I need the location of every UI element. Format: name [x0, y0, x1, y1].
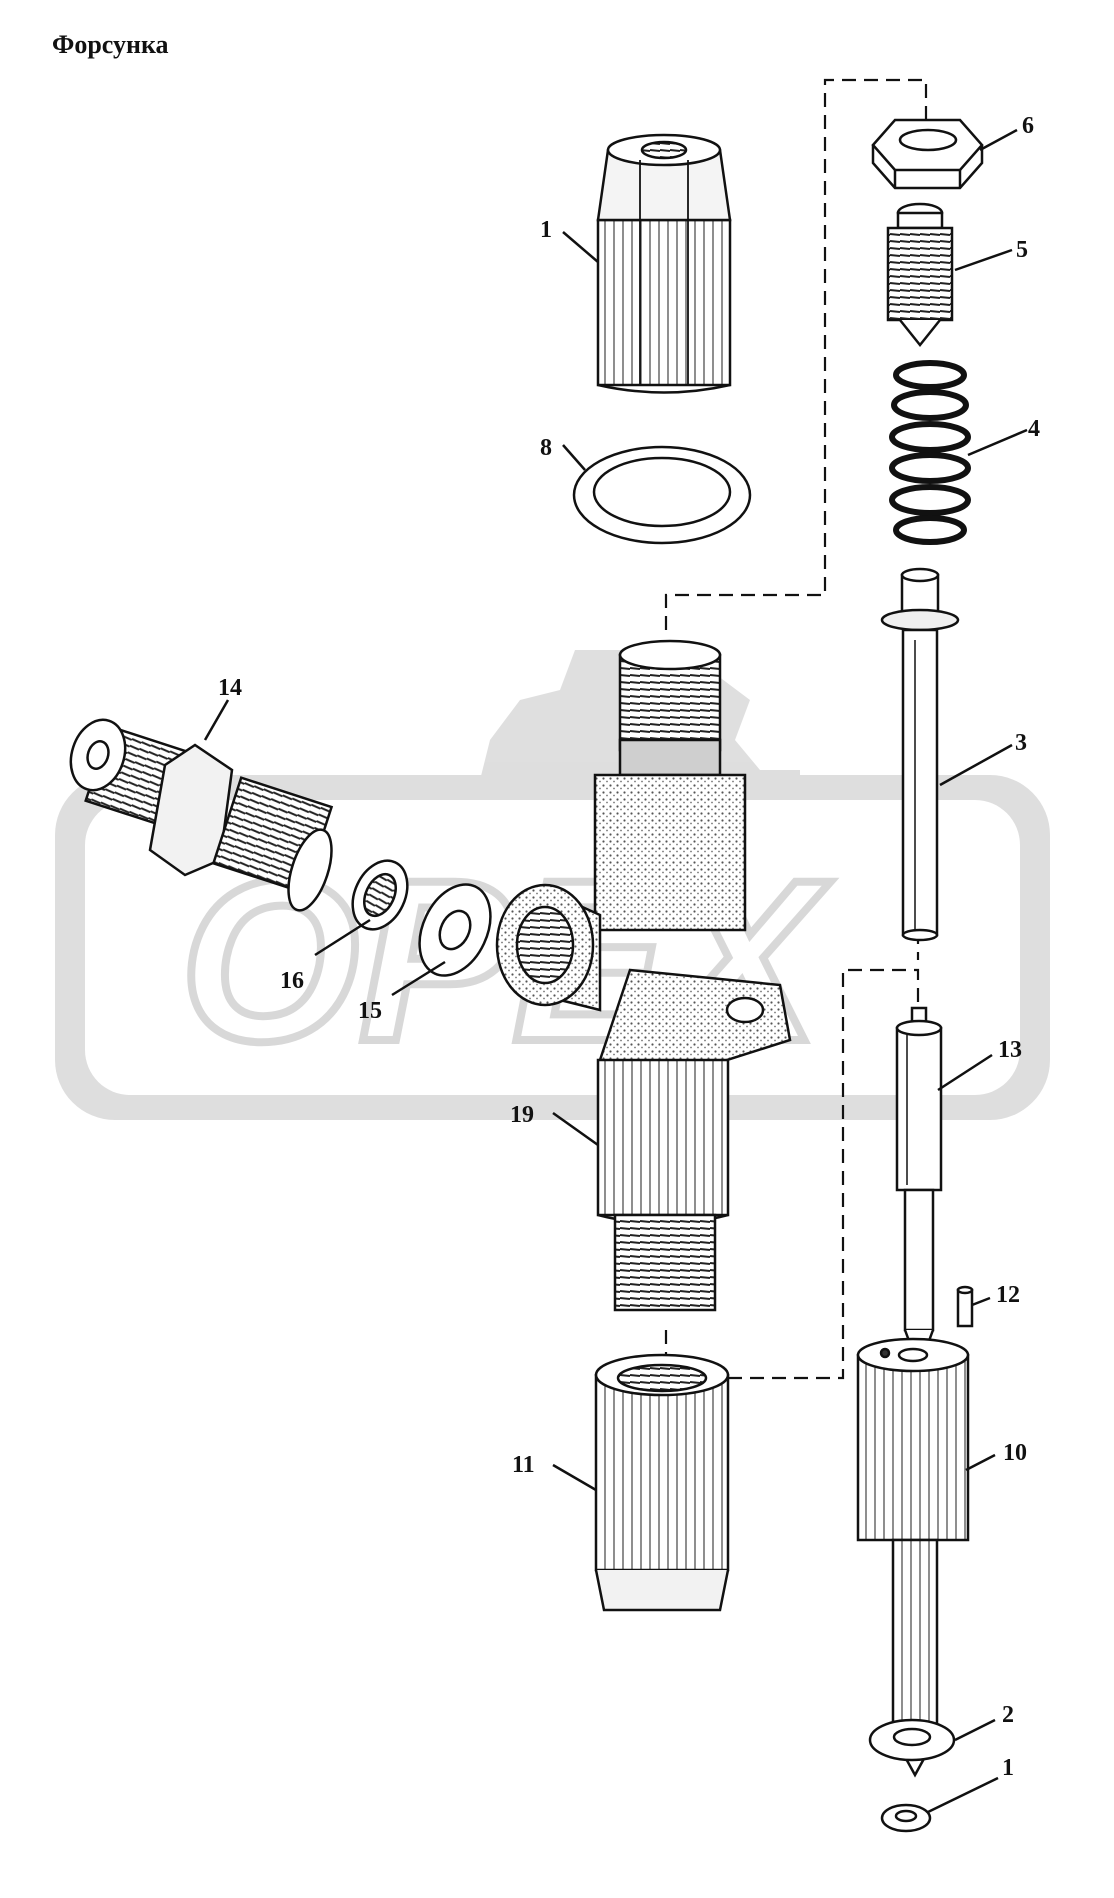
- label-8: 8: [540, 435, 552, 461]
- label-10: 10: [1003, 1440, 1027, 1466]
- label-13: 13: [998, 1037, 1022, 1063]
- label-12: 12: [996, 1282, 1020, 1308]
- label-6: 6: [1022, 113, 1034, 139]
- part-8-washer: [572, 445, 752, 545]
- part-13-needle: [895, 1006, 943, 1372]
- part-19-injector-body: [495, 639, 792, 1312]
- label-2: 2: [1002, 1702, 1014, 1728]
- label-19: 19: [510, 1102, 534, 1128]
- label-15: 15: [358, 998, 382, 1024]
- part-14-fitting: [69, 718, 334, 912]
- part-2-seal-washer: [868, 1718, 956, 1762]
- label-3: 3: [1015, 730, 1027, 756]
- label-1-bottom: 1: [1002, 1755, 1014, 1781]
- part-10-nozzle: [856, 1337, 970, 1778]
- part-1-small-washer: [880, 1803, 932, 1833]
- part-12-pin: [956, 1285, 974, 1328]
- label-4: 4: [1028, 416, 1040, 442]
- label-14: 14: [218, 675, 242, 701]
- label-1-top: 1: [540, 217, 552, 243]
- part-16-filter-disc: [351, 859, 409, 931]
- label-leaders: [203, 128, 1028, 1814]
- part-5-adjusting-screw: [886, 202, 954, 348]
- label-16: 16: [280, 968, 304, 994]
- part-11-nozzle-nut: [594, 1353, 730, 1612]
- part-15-washer: [418, 883, 492, 977]
- part-3-push-rod: [880, 567, 960, 942]
- part-1-cap-nut: [596, 133, 732, 394]
- label-5: 5: [1016, 237, 1028, 263]
- page-title: Форсунка: [52, 30, 169, 59]
- label-11: 11: [512, 1452, 535, 1478]
- part-4-spring: [889, 360, 971, 545]
- part-labels: 1 8 6 5 4 3 14 16 15 13 19 12 10 11 2 1: [218, 113, 1040, 1781]
- part-6-lock-nut: [871, 118, 984, 190]
